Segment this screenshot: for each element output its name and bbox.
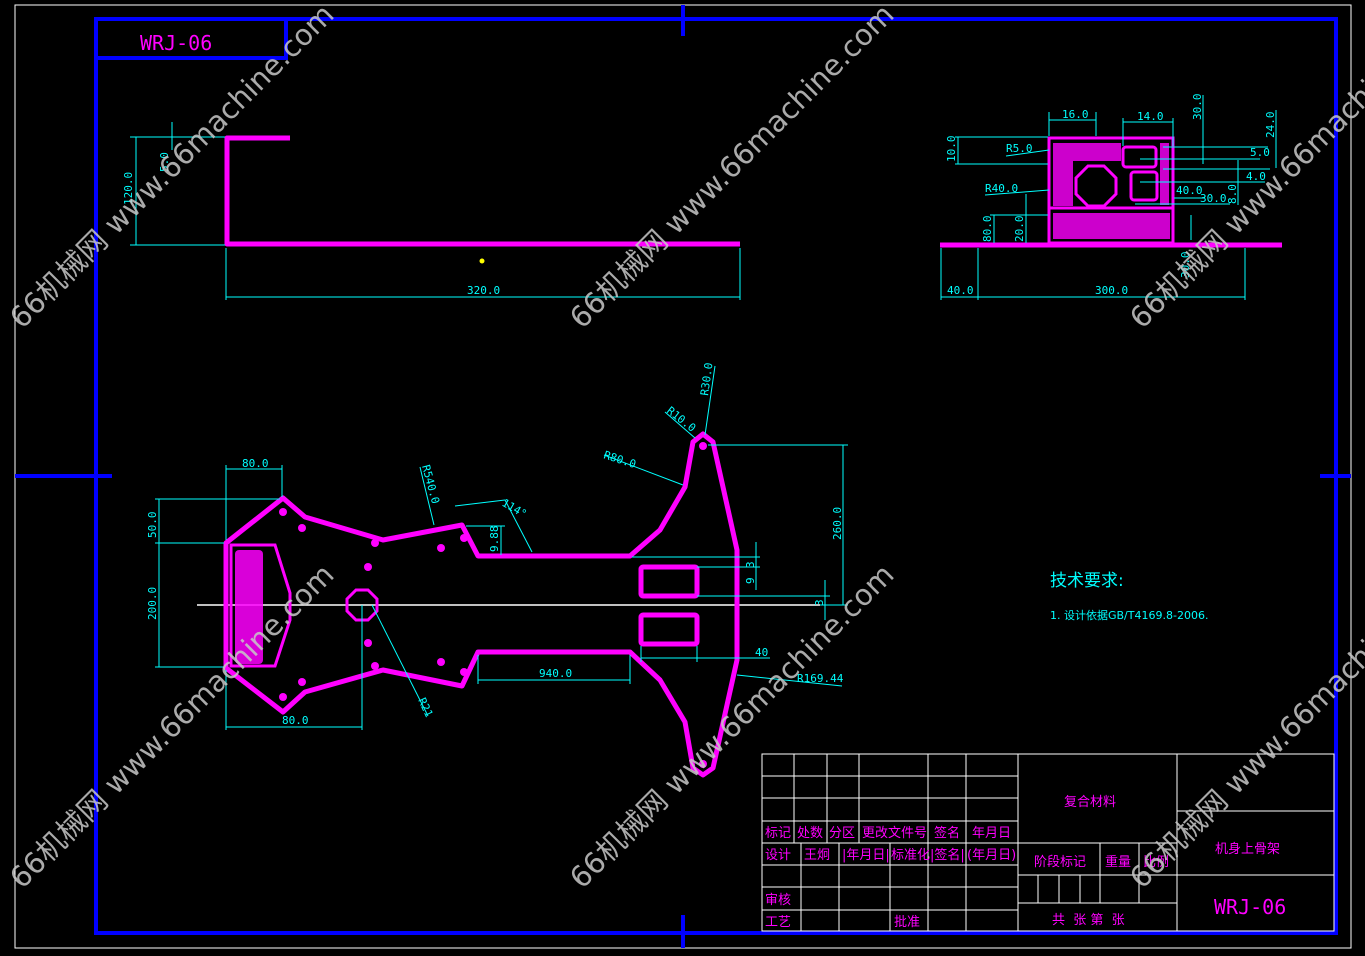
- mounting-holes: [279, 442, 707, 768]
- material-label: 复合材料: [1064, 795, 1116, 810]
- design-cell: |签名|: [930, 847, 965, 863]
- header-cell: 处数: [797, 826, 823, 841]
- dim-text: R21: [415, 696, 435, 720]
- dim-text: 40: [755, 646, 768, 659]
- header-cell: 标记: [765, 826, 791, 841]
- dim-text: 30.0: [1200, 192, 1227, 205]
- code-box: WRJ-06: [96, 19, 288, 60]
- dim-text: 24.0: [1264, 112, 1277, 139]
- dim-text: R540.0: [419, 463, 442, 505]
- dim-text: 3: [744, 561, 757, 568]
- code-box-label: WRJ-06: [140, 31, 212, 55]
- dim-text: R10.0: [664, 404, 698, 435]
- center-marks: [15, 5, 1351, 948]
- perforation-pattern: [1053, 143, 1170, 239]
- dim-text: 3: [813, 599, 826, 606]
- review-label: 审核: [765, 893, 791, 908]
- dim-text: 20.0: [1013, 216, 1026, 243]
- design-cell: 设计: [765, 848, 791, 863]
- design-cell: (年月日): [967, 848, 1016, 863]
- process-label: 工艺: [765, 915, 791, 930]
- dim-text: 80.0: [282, 714, 309, 727]
- scale-label: 比例: [1143, 855, 1169, 870]
- dim-text: 940.0: [539, 667, 572, 680]
- dim-text: R40.0: [985, 182, 1018, 195]
- dim-text: 10.0: [945, 136, 958, 163]
- weight-label: 重量: [1105, 854, 1131, 870]
- dim-text: 9: [744, 577, 757, 584]
- dim-text: 50.0: [146, 512, 159, 539]
- header-cell: 分区: [829, 826, 855, 841]
- dim-text: 120.0: [122, 172, 135, 205]
- dim-text: R5.0: [1006, 142, 1033, 155]
- header-cell: 更改文件号: [862, 826, 927, 841]
- dim-text: 4.0: [1246, 170, 1266, 183]
- watermark: 66机械网 www.66machine.com: [563, 0, 901, 335]
- dim-text: 14.0: [1137, 110, 1164, 123]
- dim-text: 300.0: [1095, 284, 1128, 297]
- header-cell: 年月日: [972, 826, 1011, 841]
- dim-text: 80.0: [981, 216, 994, 243]
- dim-text: 8.0: [1226, 184, 1239, 204]
- yellow-point: [479, 258, 485, 264]
- dim-text: R30.0: [698, 362, 715, 397]
- side-view: 120.0 5.0 320.0: [122, 122, 741, 300]
- dim-text: 260.0: [831, 507, 844, 540]
- tech-requirements-title: 技术要求:: [1050, 571, 1124, 591]
- dim-text: 5.0: [1250, 146, 1270, 159]
- dim-text: 40.0: [1176, 184, 1203, 197]
- end-view: 16.0 14.0 30.0 24.0 10.0 R5.0 5.0 4.0 R4…: [940, 94, 1282, 300]
- dim-text: R80.0: [602, 448, 638, 471]
- part-name: 机身上骨架: [1215, 841, 1280, 857]
- approve-label: 批准: [894, 915, 920, 930]
- dim-text: 30.0: [1191, 94, 1204, 121]
- stage-mark-label: 阶段标记: [1034, 855, 1086, 870]
- dim-text: 80.0: [242, 457, 269, 470]
- dim-text: 9.88: [488, 526, 501, 553]
- tech-requirement-item: 1. 设计依据GB/T4169.8-2006.: [1050, 608, 1208, 622]
- drawing-code: WRJ-06: [1214, 895, 1286, 919]
- dim-text: 40.0: [947, 284, 974, 297]
- dim-text: 30.0: [1179, 252, 1192, 279]
- perforation-pattern: [235, 550, 263, 664]
- watermark: 66机械网 www.66machine.com: [1123, 0, 1365, 335]
- design-cell: |年月日|: [842, 848, 890, 863]
- design-cell: 王炯: [804, 848, 830, 863]
- design-cell: 标准化: [891, 848, 930, 863]
- dim-text: 200.0: [146, 587, 159, 620]
- dim-text: 16.0: [1062, 108, 1089, 121]
- dim-text: R169.44: [797, 672, 844, 685]
- dim-text: 5.0: [158, 152, 171, 172]
- header-cell: 签名: [934, 825, 960, 841]
- dim-text: 320.0: [467, 284, 500, 297]
- tech-requirements: 技术要求: 1. 设计依据GB/T4169.8-2006.: [1050, 571, 1208, 622]
- sheets-label: 共 张 第 张: [1052, 913, 1125, 928]
- title-block: 标记 处数 分区 更改文件号 签名 年月日 设计 王炯 |年月日| 标准化 |签…: [761, 753, 1335, 932]
